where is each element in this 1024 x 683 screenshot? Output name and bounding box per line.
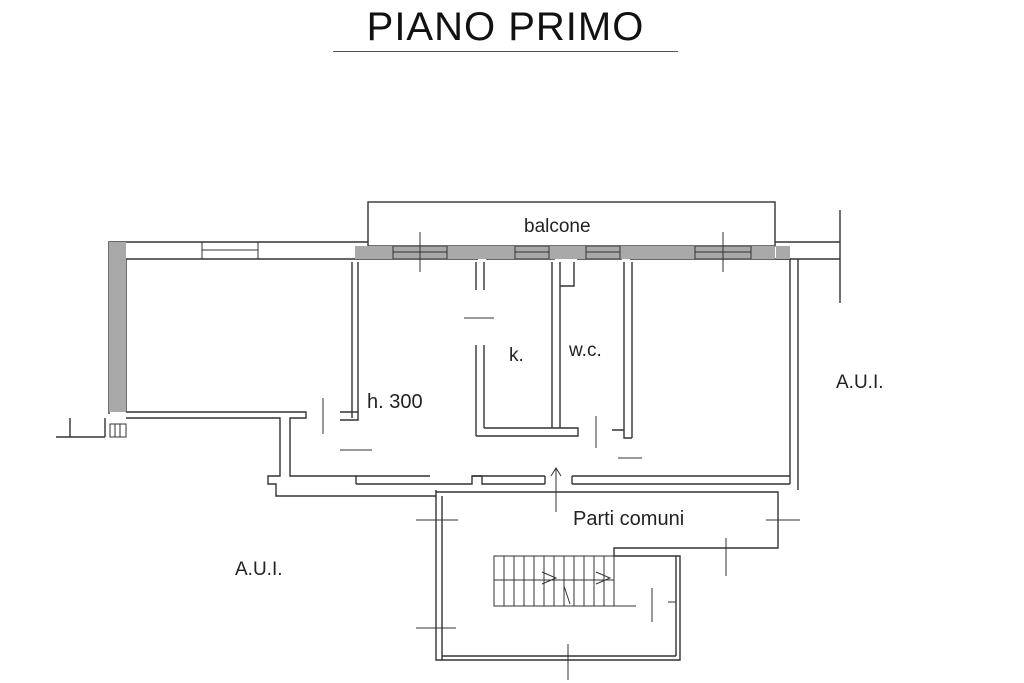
interior-walls xyxy=(56,262,790,497)
aui-right-label: A.U.I. xyxy=(836,372,884,393)
windows xyxy=(201,232,752,272)
aui-left-label: A.U.I. xyxy=(235,559,283,580)
common-parts-label: Parti comuni xyxy=(573,508,685,530)
wc-label: w.c. xyxy=(569,340,602,361)
kitchen-label: k. xyxy=(509,345,524,366)
door-marks xyxy=(322,317,800,680)
balcony-label: balcone xyxy=(524,216,591,237)
staircase xyxy=(493,555,636,607)
plan-title: PIANO PRIMO xyxy=(366,5,645,49)
title-underline xyxy=(333,51,678,52)
room-height-label: h. 300 xyxy=(367,391,423,413)
